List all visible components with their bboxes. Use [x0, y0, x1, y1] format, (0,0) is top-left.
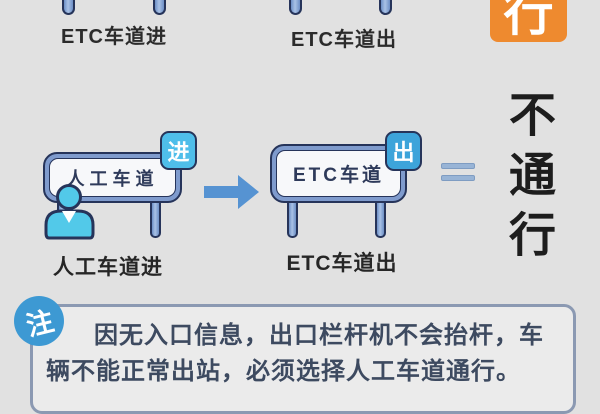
note-line-2: 辆不能正常出站，必须选择人工车道通行。	[46, 358, 521, 385]
note-text: 因无入口信息，出口栏杆机不会抬杆，车 辆不能正常出站，必须选择人工车道通行。	[46, 318, 568, 390]
equals-icon	[441, 163, 475, 187]
person-icon	[44, 184, 95, 240]
etc-lane-out-caption-mid: ETC车道出	[286, 252, 398, 275]
note-box	[30, 304, 576, 414]
note-badge: 注	[14, 296, 64, 346]
etc-lane-out-caption: ETC车道出	[291, 29, 397, 51]
note-badge-char: 注	[22, 305, 57, 342]
gantry-post	[379, 0, 392, 15]
exit-badge: 出	[385, 131, 422, 171]
etc-sign-right-leg	[375, 202, 386, 238]
etc-lane-in-caption: ETC车道进	[61, 26, 167, 48]
no-pass-result-text: 不通行	[502, 90, 555, 270]
etc-lane-sign: ETC车道	[270, 144, 407, 203]
gantry-post	[289, 0, 302, 15]
manual-lane-in-caption: 人工车道进	[53, 256, 163, 279]
right-arrow-icon	[204, 175, 259, 209]
gantry-post	[153, 0, 166, 15]
pass-allowed-badge: 行	[490, 0, 567, 42]
etc-sign-left-leg	[287, 202, 298, 238]
etc-lane-sign-text: ETC车道	[276, 150, 401, 197]
enter-badge: 进	[160, 131, 197, 170]
pass-char: 行	[503, 0, 554, 41]
note-line-1: 因无入口信息，出口栏杆机不会抬杆，车	[94, 322, 544, 349]
gantry-post	[62, 0, 75, 15]
manual-sign-right-leg	[150, 202, 161, 238]
